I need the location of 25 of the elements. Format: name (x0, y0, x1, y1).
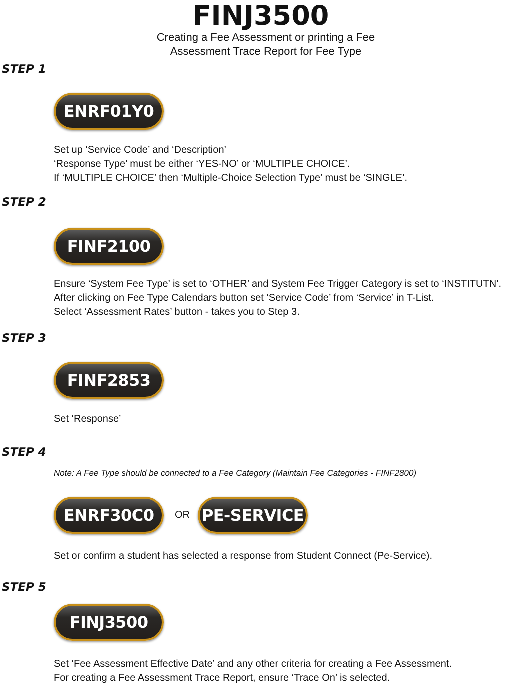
step-heading: STEP 5 (2, 580, 46, 594)
instruction-text: Set ‘Fee Assessment Effective Date’ and any other criteria for creating a Fee Assessment. (54, 658, 453, 672)
instruction-text: Set or confirm a student has selected a response from Student Connect (Pe-Service). (54, 550, 434, 564)
step-heading: STEP 4 (2, 445, 46, 459)
instruction-text: If ‘MULTIPLE CHOICE’ then ‘Multiple-Choice Selection Type’ must be ‘SINGLE’. (54, 172, 408, 186)
code-pill-button: FINF2100 (54, 228, 164, 265)
code-pill-button: ENRF30C0 (54, 497, 164, 534)
instruction-text: Set ‘Response’ (54, 413, 122, 427)
code-pill-button: ENRF01Y0 (54, 93, 164, 130)
step-heading: STEP 2 (2, 195, 46, 209)
instruction-text: ‘Response Type’ must be either ‘YES-NO’ or ‘MULTIPLE CHOICE’. (54, 158, 352, 172)
instruction-text: Ensure ‘System Fee Type’ is set to ‘OTHER’ and System Fee Trigger Category is set to ‘INSTITUTN’. (54, 278, 503, 292)
title: FINJ3500 (192, 2, 330, 32)
step-heading: STEP 3 (2, 331, 46, 345)
note-text: Note: A Fee Type should be connected to a Fee Category (Maintain Fee Categories - FINF2800) (54, 468, 417, 478)
step-heading: STEP 1 (2, 62, 46, 76)
subtitle: Creating a Fee Assessment or printing a Fee Assessment Trace Report for Fee Type (156, 31, 376, 59)
code-pill-button: FINF2853 (54, 362, 164, 399)
instruction-text: After clicking on Fee Type Calendars button set ‘Service Code’ from ‘Service’ in T-List. (54, 292, 436, 306)
code-pill-button: FINJ3500 (54, 604, 164, 641)
or-text: OR (175, 510, 190, 521)
instruction-text: For creating a Fee Assessment Trace Report, ensure ‘Trace On’ is selected. (54, 672, 392, 686)
instruction-text: Set up ‘Service Code’ and ‘Description’ (54, 144, 228, 158)
code-pill-button: PE-SERVICE (198, 497, 308, 534)
instruction-text: Select ‘Assessment Rates’ button - takes you to Step 3. (54, 306, 301, 320)
